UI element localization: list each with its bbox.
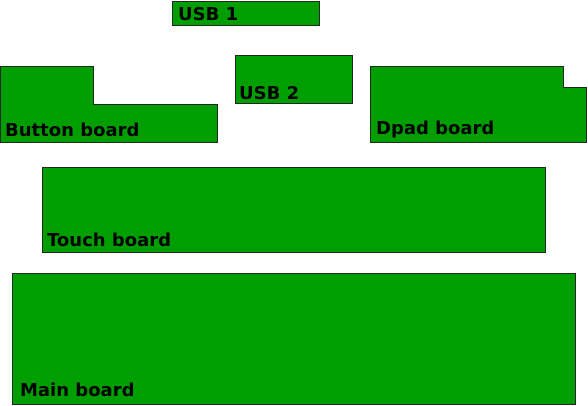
- touch-board: [42, 167, 546, 253]
- main-board-label: Main board: [20, 380, 135, 401]
- main-board: [12, 273, 576, 405]
- dpad-board: [370, 66, 587, 143]
- button-board: [0, 66, 218, 143]
- dpad-board-label: Dpad board: [376, 118, 495, 139]
- usb1-board-label: USB 1: [178, 4, 239, 25]
- usb1-board: [172, 1, 320, 26]
- touch-board-label: Touch board: [47, 230, 171, 251]
- button-board-label: Button board: [5, 120, 140, 141]
- usb2-board-label: USB 2: [239, 83, 300, 104]
- usb2-board: [235, 55, 353, 104]
